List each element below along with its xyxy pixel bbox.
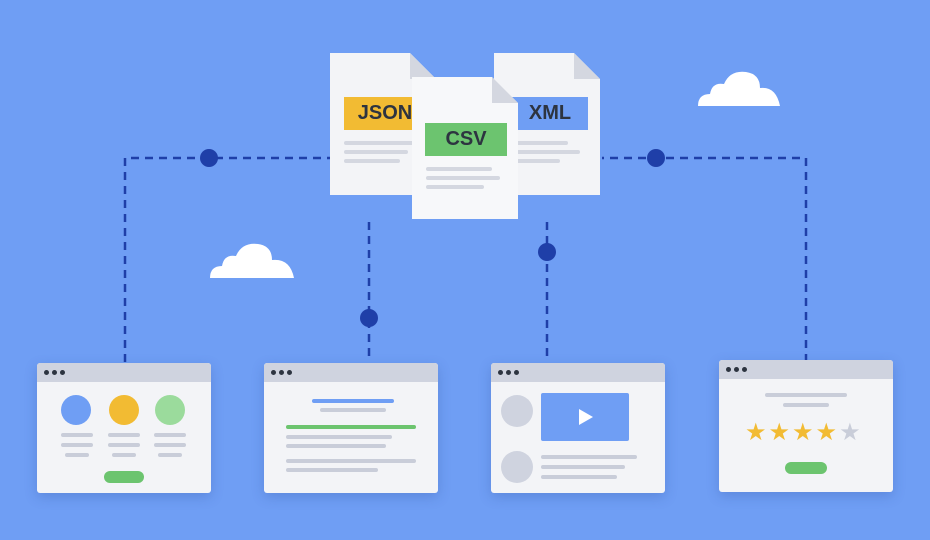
xml-format-label: XML	[512, 97, 588, 130]
window-controls	[44, 370, 65, 375]
star-empty-icon: ★	[839, 419, 861, 446]
star-filled-icon: ★	[792, 419, 814, 446]
cloud-icon	[698, 71, 780, 106]
connector-node	[360, 309, 378, 327]
window-controls	[271, 370, 292, 375]
window-title-bar	[37, 363, 211, 382]
window-title-bar	[491, 363, 665, 382]
xml-text-lines	[508, 141, 588, 168]
action-button-placeholder	[785, 462, 827, 474]
star-filled-icon: ★	[745, 419, 767, 446]
xml-file: XML	[494, 53, 600, 195]
connector-right	[602, 156, 808, 362]
avatar	[501, 451, 533, 483]
connector-left	[123, 156, 332, 362]
play-icon	[579, 409, 593, 425]
csv-format-label: CSV	[425, 123, 507, 156]
cloud-icon	[210, 243, 294, 278]
window-title-bar	[719, 360, 893, 379]
star-filled-icon: ★	[815, 419, 838, 446]
window-controls	[498, 370, 519, 375]
json-text-lines	[344, 141, 424, 168]
avatar	[155, 395, 185, 425]
heading-placeholder	[312, 399, 394, 403]
browser-window-review: ★★★★★	[719, 360, 893, 492]
avatar	[61, 395, 91, 425]
connector-node	[647, 149, 665, 167]
video-player	[541, 393, 629, 441]
avatar	[501, 395, 533, 427]
star-rating: ★★★★★	[745, 421, 861, 445]
action-button-placeholder	[104, 471, 144, 483]
star-filled-icon: ★	[768, 419, 791, 446]
csv-file: CSV	[412, 77, 518, 219]
browser-window-media	[491, 363, 665, 493]
connector-node	[200, 149, 218, 167]
csv-text-lines	[426, 167, 506, 194]
browser-window-article	[264, 363, 438, 493]
connector-node	[538, 243, 556, 261]
browser-window-profiles	[37, 363, 211, 493]
window-controls	[726, 367, 747, 372]
avatar	[109, 395, 139, 425]
highlight-line	[286, 425, 416, 429]
window-title-bar	[264, 363, 438, 382]
